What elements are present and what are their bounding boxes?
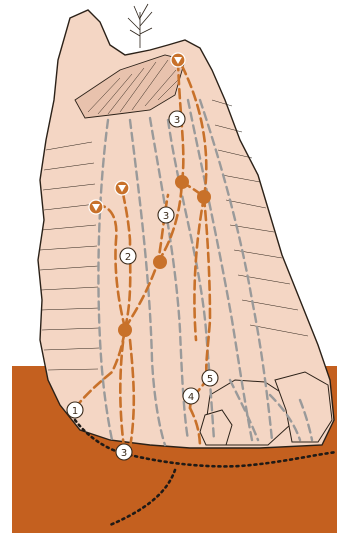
route-marker-1: 1: [67, 402, 83, 418]
svg-text:5: 5: [207, 374, 213, 385]
tree-icon: [128, 4, 152, 48]
belay-station-icon: [197, 190, 211, 204]
belay-station-icon: [175, 175, 189, 189]
route-marker-3-bottom: 3: [116, 444, 132, 460]
svg-text:1: 1: [72, 406, 78, 417]
svg-text:4: 4: [188, 392, 194, 403]
route-marker-3-top: 3: [169, 111, 185, 127]
svg-text:3: 3: [163, 211, 169, 222]
route-marker-2: 2: [120, 248, 136, 264]
route-marker-5: 5: [202, 370, 218, 386]
route-marker-3-middle: 3: [158, 207, 174, 223]
belay-station-icon: [153, 255, 167, 269]
route-marker-4: 4: [183, 388, 199, 404]
belay-station-icon: [118, 323, 132, 337]
svg-text:2: 2: [125, 252, 131, 263]
svg-text:3: 3: [174, 115, 180, 126]
svg-text:3: 3: [121, 448, 127, 459]
